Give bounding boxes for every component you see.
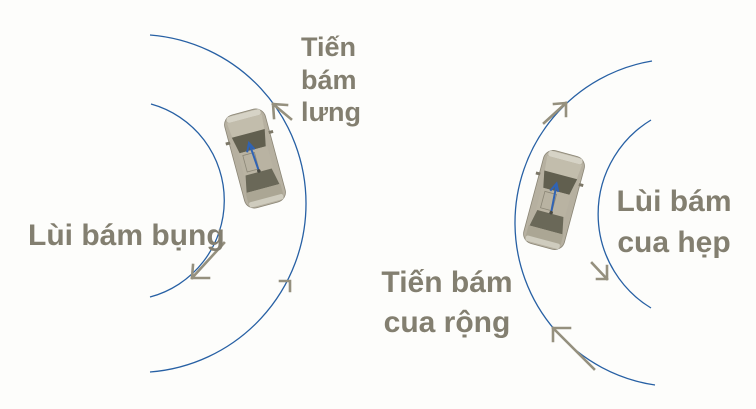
label-line: Lùi bám bbox=[616, 185, 732, 218]
arrow-down-right-icon bbox=[590, 261, 609, 281]
car-right bbox=[516, 146, 592, 254]
label-tien-bam-cua-rong: Tiến bám cua rộng bbox=[366, 263, 528, 343]
label-line: Lùi bám bụng bbox=[28, 219, 225, 252]
arrow-up-left-icon bbox=[271, 102, 293, 121]
label-line: bám bbox=[301, 64, 357, 95]
arc-right-outer bbox=[514, 60, 656, 386]
car-left bbox=[217, 104, 293, 213]
arrow-up-left-icon bbox=[551, 326, 596, 371]
label-tien-bam-lung: Tiến bám lưng bbox=[301, 31, 361, 129]
arrow-up-right-icon bbox=[542, 101, 568, 125]
label-line: cua hẹp bbox=[617, 226, 731, 259]
arc-left-inner bbox=[149, 103, 225, 298]
right-curve-group bbox=[514, 60, 656, 386]
label-line: cua rộng bbox=[383, 306, 511, 339]
left-curve-group bbox=[149, 34, 307, 373]
label-line: Tiến bbox=[301, 32, 357, 62]
label-lui-bam-cua-hep: Lùi bám cua hẹp bbox=[598, 181, 750, 263]
arc-right-inner bbox=[597, 119, 652, 309]
arrow-down-left-icon bbox=[190, 241, 226, 280]
label-lui-bam-bung: Lùi bám bụng bbox=[28, 217, 225, 255]
arc-left-outer bbox=[149, 34, 307, 373]
label-line: lưng bbox=[301, 97, 362, 127]
label-line: Tiến bám bbox=[381, 266, 513, 299]
arrow-up-right-icon bbox=[278, 279, 292, 293]
